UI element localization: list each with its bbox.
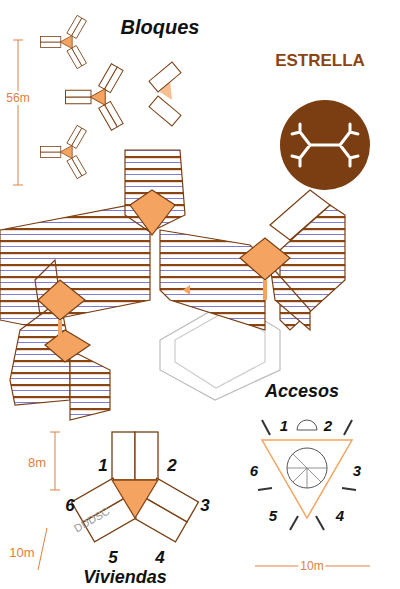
callout-number: 4 — [336, 508, 344, 523]
dwelling-title: Viviendas — [83, 568, 166, 586]
dimension-label: 10m — [298, 559, 325, 573]
callout-number: 5 — [269, 508, 277, 523]
callout-number: 3 — [200, 497, 209, 514]
dimension-line — [38, 528, 47, 570]
callout-number: 6 — [65, 497, 74, 514]
type-name: ESTRELLA — [275, 52, 365, 69]
dimension-line — [55, 432, 56, 490]
dimension-label: 10m — [9, 546, 34, 559]
callout-number: 1 — [98, 457, 107, 474]
callout-number: 1 — [280, 418, 288, 433]
dimension-line — [18, 40, 19, 185]
callout-number: 3 — [353, 463, 361, 478]
callout-number: 4 — [155, 549, 164, 566]
callout-number: 2 — [167, 457, 176, 474]
dimension-label: 56m — [4, 91, 31, 105]
isometric-building — [0, 150, 345, 420]
dimension-label: 8m — [28, 456, 46, 469]
access-plan — [258, 420, 356, 530]
callout-number: 6 — [250, 463, 258, 478]
dwelling-plan — [72, 432, 199, 542]
callout-number: 2 — [324, 418, 332, 433]
access-title: Accesos — [265, 382, 339, 400]
block-title: Bloques — [121, 17, 200, 37]
callout-number: 5 — [108, 549, 117, 566]
type-icon — [280, 100, 370, 190]
